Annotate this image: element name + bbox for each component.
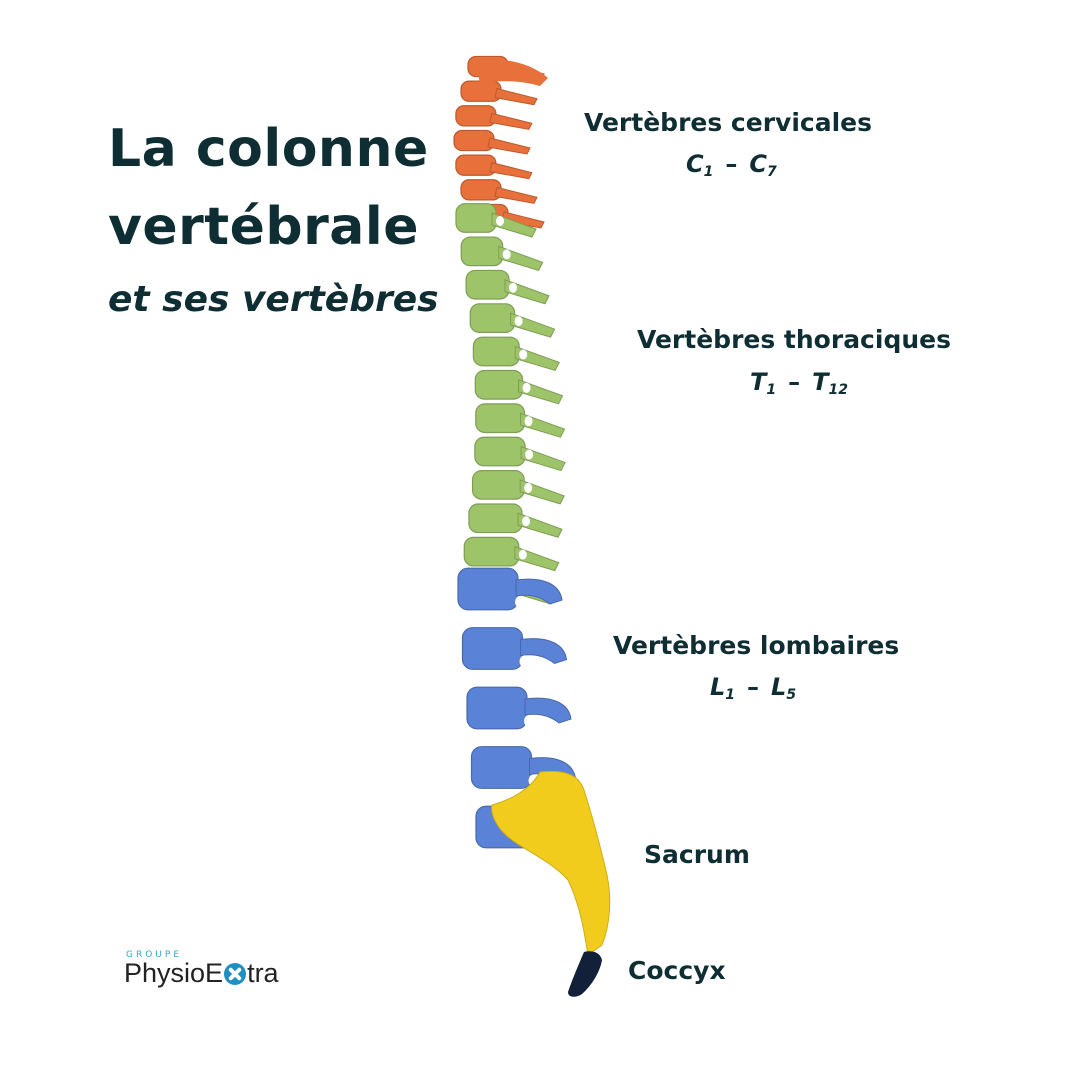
lumbar-vertebra	[466, 686, 572, 730]
cervical-vertebra	[453, 129, 531, 155]
thoracic-vertebra	[468, 503, 563, 538]
thoracic-vertebrae	[455, 203, 566, 605]
thoracic-vertebra	[471, 470, 565, 505]
cervical-vertebra	[460, 80, 538, 106]
logo-groupe-text: GROUPE	[126, 950, 183, 960]
thoracic-vertebra	[455, 203, 537, 238]
cervical-vertebra	[455, 105, 533, 130]
thoracic-vertebra	[475, 403, 566, 438]
sacrum-bone	[491, 770, 611, 956]
thoracic-vertebra	[463, 536, 560, 572]
label-lumbar: Vertèbres lombaires	[613, 631, 900, 660]
thoracic-vertebra	[474, 436, 566, 472]
thoracic-vertebra	[465, 269, 550, 305]
lumbar-vertebra	[461, 627, 568, 670]
thoracic-vertebra	[472, 336, 560, 372]
coccyx-bone	[568, 951, 602, 997]
label-thoracic: Vertèbres thoraciques	[637, 325, 951, 354]
label-coccyx: Coccyx	[628, 956, 726, 985]
range-cervical: C1–C7	[686, 150, 777, 180]
thoracic-vertebra	[474, 369, 564, 405]
title-line-2: vertébrale	[108, 197, 419, 257]
title-line-1: La colonne	[108, 119, 429, 179]
thoracic-vertebra	[460, 236, 544, 271]
title-subtitle: et ses vertèbres	[108, 279, 439, 320]
atlas-vertebra	[476, 59, 548, 86]
page-title: La colonne vertébrale et ses vertèbres	[108, 110, 439, 330]
label-cervical: Vertèbres cervicales	[584, 108, 873, 137]
thoracic-vertebra	[469, 303, 556, 338]
range-lumbar: L1–L5	[710, 673, 797, 703]
lumbar-vertebra	[457, 567, 563, 611]
cervical-vertebrae	[453, 55, 548, 229]
label-sacrum: Sacrum	[644, 840, 750, 869]
range-thoracic: T1–T12	[750, 368, 848, 398]
x-cross-circle-icon	[224, 963, 247, 985]
cervical-vertebra	[455, 154, 533, 180]
cervical-vertebra	[460, 179, 538, 204]
